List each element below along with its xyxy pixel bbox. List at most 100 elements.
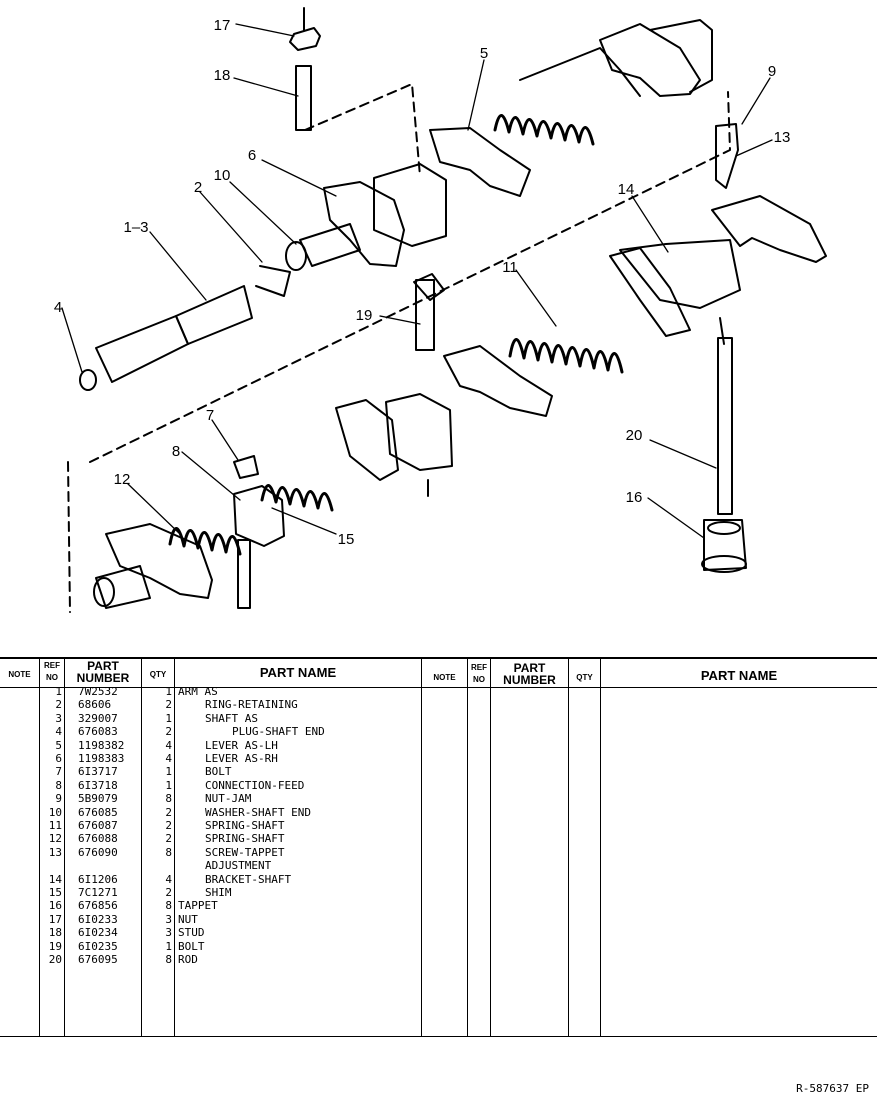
qty-cell: 3 [165, 926, 172, 940]
ref-no-cell: 19 [48, 939, 62, 953]
part-number-cell: 6I0234 [78, 926, 118, 940]
part-number-cell: 7C1271 [78, 886, 118, 899]
ref-no-cell: 8 [55, 778, 62, 792]
qty-cell: 1 [165, 711, 172, 725]
qty-cell: 3 [165, 912, 172, 926]
part-number-cell: 676090 [78, 845, 118, 859]
ref-no-cell: 14 [48, 872, 62, 886]
qty-cell: 2 [165, 805, 172, 819]
header-part-number: PART NUMBER [76, 659, 130, 685]
callout: 14 [618, 181, 635, 198]
part-number-cell: 6I0233 [78, 912, 118, 926]
qty-cell: 8 [165, 845, 172, 859]
part-name-cell: SCREW-TAPPET [205, 845, 285, 859]
qty-cell: 2 [165, 698, 172, 712]
part-name-cell: BOLT [205, 765, 232, 779]
ref-no-cell: 11 [48, 819, 62, 832]
qty-cell: 1 [165, 778, 172, 792]
header-note: NOTE [8, 670, 31, 679]
ref-no-cell: 9 [55, 792, 62, 806]
part-name-cell: SPRING-SHAFT [205, 819, 285, 832]
ref-no-cell: 6 [55, 752, 62, 765]
qty-cell: 4 [165, 738, 172, 752]
qty-cell: 8 [165, 792, 172, 806]
part-name-cell: NUT [178, 912, 198, 926]
ref-no-cell: 1 [55, 685, 62, 698]
qty-cell: 1 [165, 939, 172, 953]
part-number-cell: 6I3718 [78, 778, 118, 792]
part-number-cell: 6I3717 [78, 765, 118, 779]
qty-cell: 2 [165, 725, 172, 739]
callout: 2 [194, 179, 202, 196]
ref-no-cell: 7 [55, 765, 62, 779]
part-number-cell: 676085 [78, 805, 118, 819]
callout: 18 [214, 67, 231, 84]
part-name-cell: SHIM [205, 886, 232, 899]
part-name-cell: CONNECTION-FEED [205, 778, 305, 792]
ref-no-cell: 18 [48, 926, 62, 940]
callout: 19 [356, 307, 373, 324]
header-part-number-right: PART NUMBER [503, 661, 556, 687]
part-number-cell: 1198383 [78, 752, 125, 765]
header-ref-no: REF NO [44, 661, 60, 682]
callout: 11 [502, 259, 518, 276]
qty-cell: 8 [165, 899, 172, 913]
part-name-cell: WASHER-SHAFT END [205, 805, 311, 819]
callout: 6 [248, 147, 256, 164]
part-name-cell: ROD [178, 953, 198, 966]
part-name-cell: BRACKET-SHAFT [205, 872, 292, 886]
header-part-name-right: PART NAME [700, 668, 778, 683]
qty-cell: 1 [165, 765, 172, 779]
part-number-cell: 7W2532 [78, 685, 118, 698]
ref-no-cell: 5 [55, 738, 62, 752]
callout: 17 [214, 17, 231, 34]
ref-no-cell: 12 [48, 832, 62, 846]
callout: 5 [480, 45, 488, 62]
part-name-cell: ARM AS [178, 685, 218, 698]
part-number-cell: 676087 [78, 819, 118, 832]
callout: 10 [214, 167, 231, 184]
callout: 1–3 [123, 219, 148, 236]
part-number-cell: 329007 [78, 711, 118, 725]
part-name-cell: STUD [178, 926, 205, 940]
ref-no-cell: 15 [48, 886, 62, 899]
part-name-cell: ADJUSTMENT [205, 859, 272, 873]
qty-cell: 2 [165, 832, 172, 846]
part-number-cell: 676095 [78, 953, 118, 966]
qty-cell: 8 [165, 953, 172, 966]
part-name-cell: TAPPET [178, 899, 218, 913]
part-name-cell: RING-RETAINING [205, 698, 298, 712]
part-number-cell: 676083 [78, 725, 118, 739]
part-number-cell: 6I1206 [78, 872, 118, 886]
part-number-cell: 676856 [78, 899, 118, 913]
ref-no-cell: 10 [48, 805, 62, 819]
callout: 20 [626, 427, 643, 444]
qty-cell: 2 [165, 819, 172, 832]
part-number-cell: 676088 [78, 832, 118, 846]
callout: 12 [114, 471, 131, 488]
callout: 4 [54, 299, 62, 316]
part-name-cell: SPRING-SHAFT [205, 832, 285, 846]
header-qty: QTY [149, 670, 167, 679]
ref-no-cell: 17 [48, 912, 62, 926]
qty-cell: 4 [165, 872, 172, 886]
ref-no-cell: 2 [55, 698, 62, 712]
part-name-cell: LEVER AS-RH [205, 752, 278, 765]
part-name-cell: NUT-JAM [205, 792, 252, 806]
qty-cell: 4 [165, 752, 172, 765]
drawing-code: R-587637 EP [796, 1082, 869, 1095]
header-ref-no-right: REF NO [471, 663, 487, 684]
ref-no-cell: 13 [48, 845, 62, 859]
ref-no-cell: 4 [55, 725, 62, 739]
header-qty-right: QTY [576, 673, 593, 682]
part-number-cell: 5B9079 [78, 792, 118, 806]
callout: 9 [768, 63, 776, 80]
exploded-parts-diagram: 17 18 5 9 13 6 10 2 1–3 14 11 4 19 7 20 … [54, 7, 827, 613]
part-number-cell: 6I0235 [78, 939, 118, 953]
header-part-name: PART NAME [259, 665, 337, 680]
part-name-cell: SHAFT AS [205, 711, 258, 725]
callout: 7 [206, 407, 214, 424]
part-number-cell: 68606 [78, 698, 112, 712]
header-note-right: NOTE [433, 673, 456, 682]
callout: 13 [774, 129, 791, 146]
